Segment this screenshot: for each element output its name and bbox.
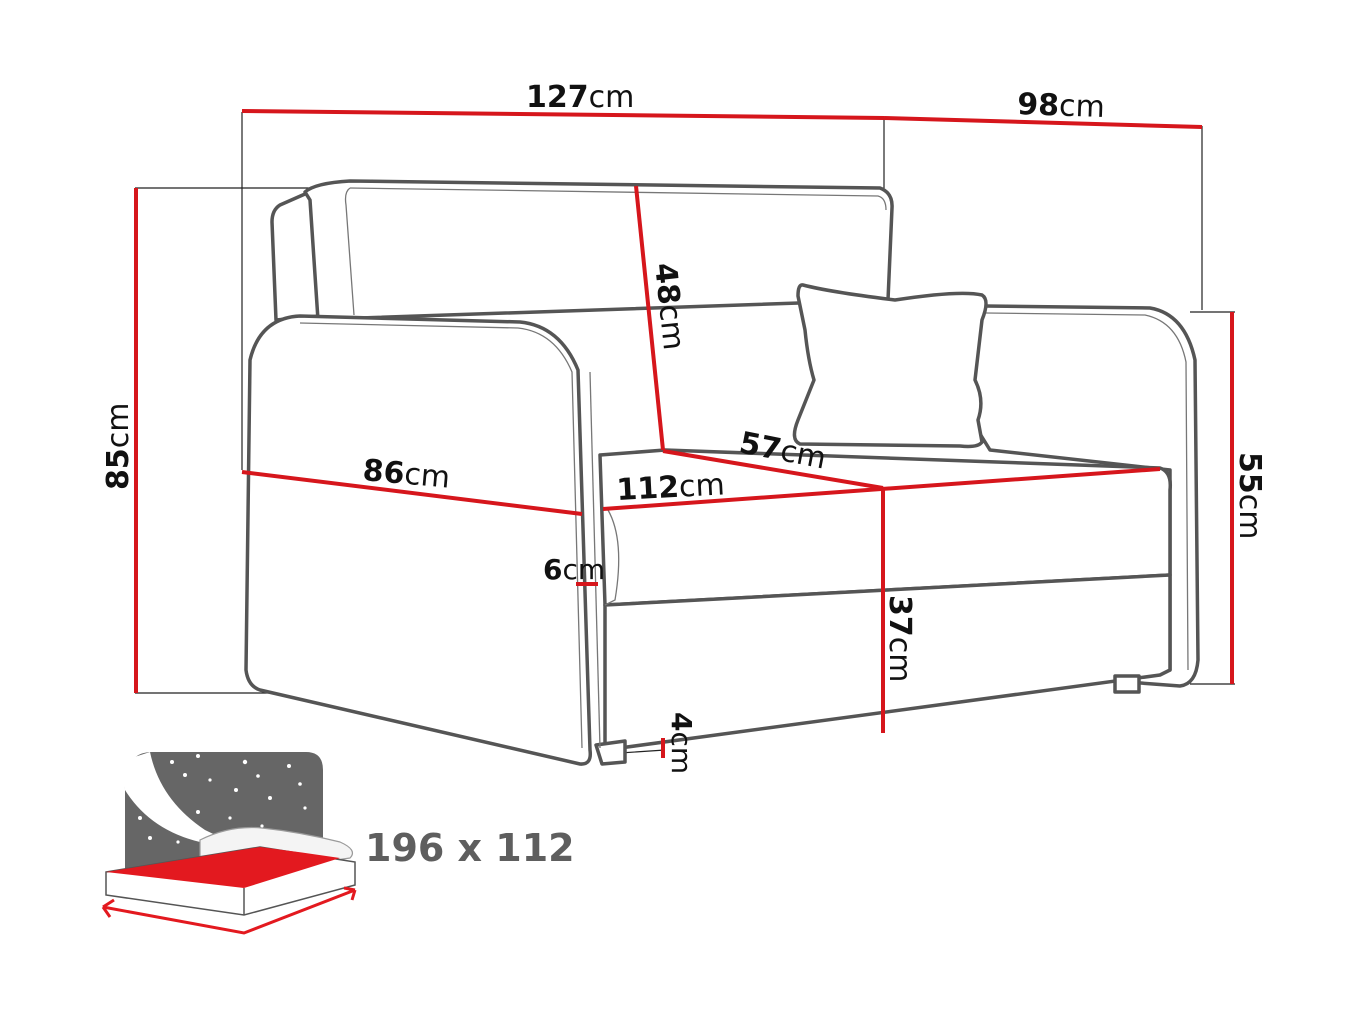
depth-label: 98cm — [1017, 87, 1106, 125]
width-label: 127cm — [526, 80, 634, 115]
seat-width-label: 112cm — [616, 467, 726, 508]
sofa-outline — [244, 179, 1200, 766]
armrest-depth-label: 86cm — [361, 453, 451, 495]
sleeping-area-label: 196 x 112 — [365, 826, 575, 870]
armrest-height-label: 55cm — [1232, 452, 1267, 539]
stars — [138, 754, 307, 844]
backrest-height-label: 48cm — [647, 261, 691, 352]
leg-height-label: 4cm — [665, 712, 698, 774]
armrest-thickness-label: 6cm — [543, 553, 605, 586]
seat-depth-label: 57cm — [736, 425, 829, 476]
seat-height-label: 37cm — [882, 595, 917, 682]
bed-icon — [101, 752, 357, 935]
extension-lines — [135, 112, 1235, 754]
dimension-lines — [134, 109, 1234, 758]
height-label: 85cm — [101, 403, 136, 490]
